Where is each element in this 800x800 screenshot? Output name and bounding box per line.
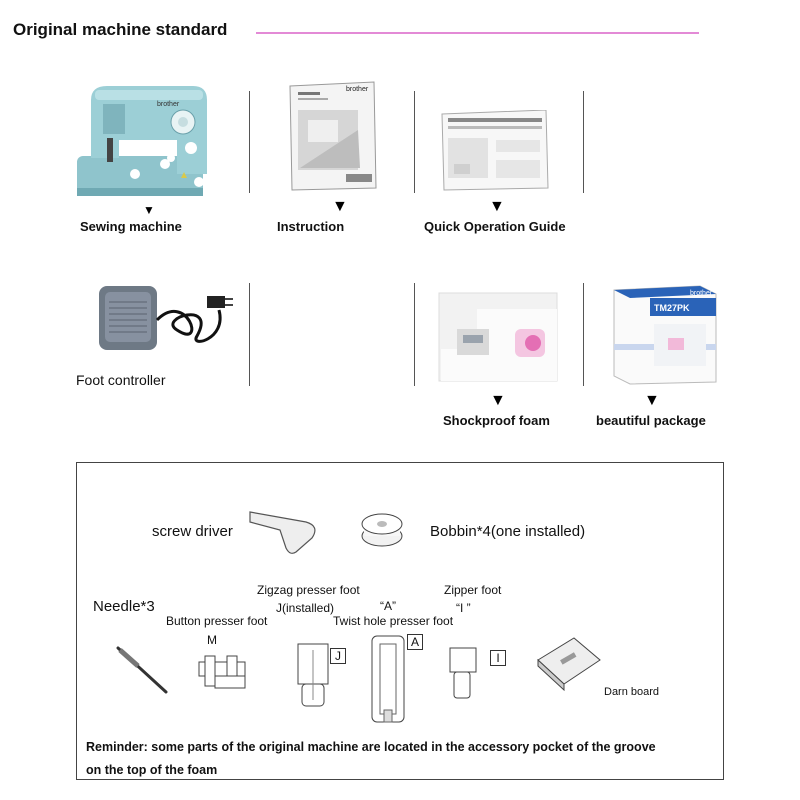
arrow-down-icon: ▼ — [143, 203, 155, 217]
label-bobbin: Bobbin*4(one installed) — [430, 523, 586, 540]
label-zigzag-mark: J(installed) — [276, 601, 335, 615]
label-i-box: I — [490, 650, 506, 666]
caption-foot-controller: Foot controller — [76, 372, 166, 388]
package-box-image: TM27PK brother — [610, 284, 720, 386]
reminder-line-2: on the top of the foam — [86, 763, 218, 777]
label-screw-driver: screw driver — [152, 523, 233, 540]
label-a-box: A — [407, 634, 423, 650]
divider — [583, 91, 584, 193]
arrow-down-icon: ▼ — [332, 198, 348, 215]
machine-brand-text: brother — [157, 101, 180, 108]
bobbin-icon — [358, 506, 406, 550]
quick-guide-image — [440, 109, 550, 192]
twist-hole-presser-foot-icon — [368, 634, 408, 726]
zigzag-presser-foot-icon — [292, 640, 352, 710]
arrow-down-icon: ▼ — [644, 392, 660, 409]
label-button-foot: Button presser foot — [166, 614, 268, 628]
label-j-box: J — [330, 648, 346, 664]
screwdriver-icon — [246, 504, 326, 556]
title-underline — [256, 32, 699, 34]
sewing-machine-image: brother — [73, 78, 213, 200]
label-zigzag-foot: Zigzag presser foot — [257, 583, 360, 597]
reminder-line-1: Reminder: some parts of the original mac… — [86, 740, 656, 754]
divider — [414, 91, 415, 193]
label-zipper-mark: “I ” — [456, 601, 471, 615]
zipper-foot-icon — [446, 644, 486, 702]
foot-controller-image — [97, 280, 237, 352]
shockproof-foam-image — [437, 289, 559, 385]
caption-quick-guide: Quick Operation Guide — [424, 219, 566, 234]
arrow-down-icon: ▼ — [489, 198, 505, 215]
darn-board-icon — [534, 634, 604, 692]
page-title: Original machine standard — [13, 20, 228, 39]
label-needle: Needle*3 — [93, 598, 155, 615]
label-zipper-foot: Zipper foot — [444, 583, 502, 597]
label-twist-hole-foot: Twist hole presser foot — [333, 614, 454, 628]
instruction-manual-image: brother — [288, 80, 378, 192]
label-button-foot-mark: M — [207, 633, 217, 647]
box-model-text: TM27PK — [654, 303, 690, 313]
divider — [583, 283, 584, 386]
accessory-box — [76, 462, 724, 780]
box-brand-text: brother — [690, 290, 713, 297]
button-presser-foot-icon — [193, 652, 255, 694]
caption-sewing-machine: Sewing machine — [80, 219, 182, 234]
caption-shockproof-foam: Shockproof foam — [443, 413, 550, 428]
caption-beautiful-package: beautiful package — [596, 413, 706, 428]
needle-icon — [114, 644, 170, 696]
arrow-down-icon: ▼ — [490, 392, 506, 409]
divider — [249, 283, 250, 386]
manual-brand-text: brother — [346, 86, 369, 93]
divider — [414, 283, 415, 386]
label-darn-board: Darn board — [604, 686, 660, 698]
caption-instruction: Instruction — [277, 219, 345, 234]
label-twist-hole-mark: “A” — [380, 599, 396, 613]
divider — [249, 91, 250, 193]
